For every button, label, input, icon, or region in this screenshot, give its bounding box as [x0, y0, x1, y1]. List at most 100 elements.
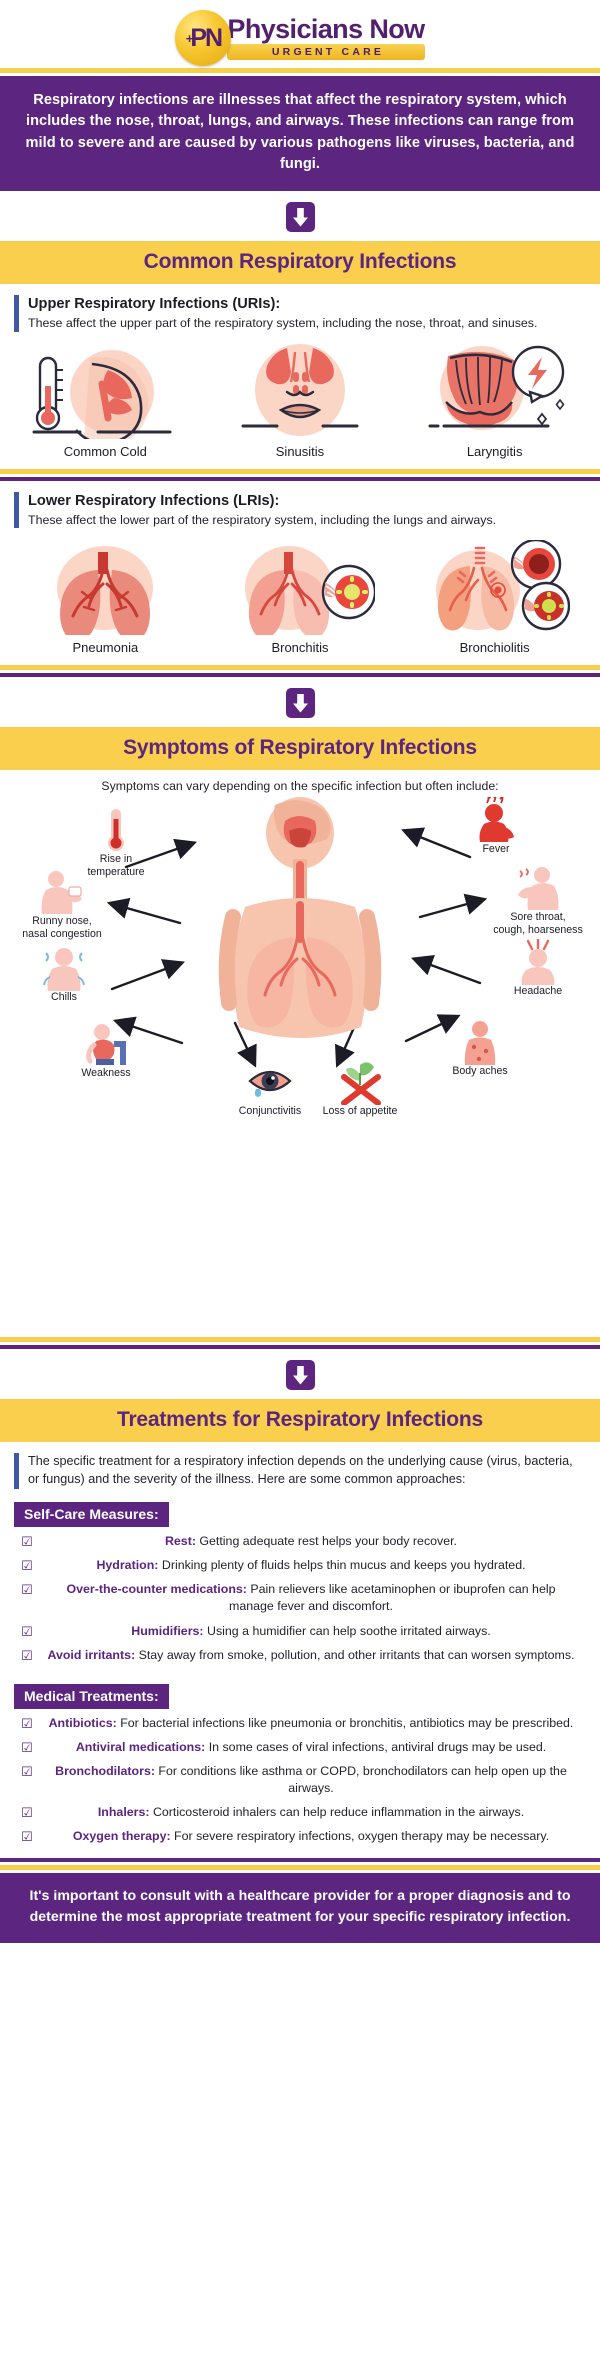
list-item: ☑ Humidifiers: Using a humidifier can he…: [16, 1623, 584, 1640]
symptom-weakness: Weakness: [46, 1021, 166, 1080]
list-item-text: Inhalers: Corticosteroid inhalers can he…: [97, 1805, 525, 1820]
list-item: ☑ Over-the-counter medications: Pain rel…: [16, 1581, 584, 1615]
check-icon: ☑: [21, 1534, 33, 1550]
symptom-label: Fever: [482, 843, 510, 856]
down-arrow-icon: [285, 688, 315, 719]
infection-label: Bronchiolitis: [459, 640, 530, 656]
body-aches-icon: [420, 1019, 540, 1066]
divider-yellow-top: [0, 68, 600, 73]
infection-card-pneumonia: Pneumonia: [18, 540, 193, 655]
check-icon: ☑: [21, 1647, 33, 1663]
symptom-label: Body aches: [452, 1065, 508, 1078]
symptom-loss-of-appetite: Loss of appetite: [300, 1059, 420, 1118]
check-icon: ☑: [21, 1558, 33, 1574]
term: Inhalers:: [97, 1805, 150, 1820]
brand-header: +PN Physicians Now URGENT CARE: [0, 0, 600, 68]
symptom-sore-throat: Sore throat,cough, hoarseness: [478, 865, 598, 936]
symptom-label: Chills: [51, 991, 77, 1004]
list-item: ☑ Oxygen therapy: For severe respiratory…: [16, 1828, 584, 1845]
symptom-body-aches: Body aches: [420, 1019, 540, 1078]
term: Hydration:: [96, 1558, 159, 1573]
infection-card-bronchiolitis: Bronchiolitis: [407, 540, 582, 655]
divider-yellow-4: [0, 1337, 600, 1343]
plus-icon: +: [185, 30, 193, 46]
upper-heading: Upper Respiratory Infections (URIs):: [28, 296, 281, 313]
infection-label: Common Cold: [63, 443, 147, 459]
term: Rest:: [164, 1534, 196, 1549]
thermometer-head-icon: [18, 344, 193, 439]
medical-treatments-chip: Medical Treatments:: [14, 1683, 169, 1709]
list-item: ☑ Bronchodilators: For conditions like a…: [16, 1763, 584, 1797]
headache-icon: [478, 939, 598, 986]
list-item: ☑ Antiviral medications: In some cases o…: [16, 1739, 584, 1756]
sinus-face-icon: [212, 343, 387, 439]
category-lower: Lower Respiratory Infections (LRIs): The…: [0, 481, 600, 533]
term: Avoid irritants:: [47, 1647, 136, 1662]
no-appetite-icon: [300, 1059, 420, 1106]
list-item-text: Antiviral medications: In some cases of …: [75, 1739, 547, 1754]
upper-icon-row: Common Cold Sin: [0, 336, 600, 469]
symptom-label: Conjunctivitis: [238, 1105, 302, 1118]
logo-badge-icon: +PN: [175, 10, 232, 66]
runny-nose-icon: [2, 869, 122, 915]
medical-treatments-list: ☑ Antibiotics: For bacterial infections …: [0, 1711, 600, 1859]
treatments-intro: The specific treatment for a respiratory…: [0, 1442, 600, 1495]
term: Humidifiers:: [131, 1623, 204, 1638]
list-item-text: Antibiotics: For bacterial infections li…: [48, 1715, 574, 1730]
list-item: ☑ Avoid irritants: Stay away from smoke,…: [16, 1647, 584, 1664]
list-item-text: Over-the-counter medications: Pain relie…: [66, 1582, 556, 1614]
eye-icon: [210, 1059, 330, 1105]
symptom-label: Weakness: [81, 1067, 131, 1080]
lower-heading: Lower Respiratory Infections (LRIs):: [28, 492, 280, 509]
symptom-label: Headache: [513, 985, 563, 998]
fever-person-icon: [436, 797, 556, 843]
check-icon: ☑: [21, 1805, 33, 1821]
infection-card-bronchitis: Bronchitis: [212, 540, 387, 655]
weakness-icon: [46, 1021, 166, 1067]
divider-gap-2: [0, 473, 600, 477]
divider-yellow-2: [0, 468, 600, 474]
infection-label: Laryngitis: [466, 443, 523, 459]
brand-name: Physicians Now: [227, 13, 425, 44]
check-icon: ☑: [21, 1715, 33, 1731]
list-item-text: Oxygen therapy: For severe respiratory i…: [72, 1829, 550, 1844]
section-title-common: Common Respiratory Infections: [0, 241, 600, 285]
logo-monogram: PN: [190, 23, 223, 52]
section-title-treatments: Treatments for Respiratory Infections: [0, 1399, 600, 1443]
infection-card-common-cold: Common Cold: [18, 344, 193, 459]
arrow-divider-1: [0, 191, 600, 242]
divider-purple-2: [0, 476, 600, 481]
symptom-chills: Chills: [4, 945, 124, 1004]
down-arrow-icon: [285, 1360, 315, 1391]
self-care-chip: Self-Care Measures:: [14, 1502, 169, 1528]
list-item-text: Bronchodilators: For conditions like ast…: [55, 1763, 567, 1796]
sore-throat-icon: [478, 865, 598, 911]
list-item: ☑ Hydration: Drinking plenty of fluids h…: [16, 1557, 584, 1574]
human-torso-lungs-icon: [215, 797, 385, 1082]
list-item: ☑ Rest: Getting adequate rest helps your…: [16, 1533, 584, 1550]
lower-icon-row: Pneumonia: [0, 532, 600, 665]
term: Antibiotics:: [48, 1715, 117, 1730]
list-item-text: Humidifiers: Using a humidifier can help…: [131, 1623, 491, 1638]
logo: +PN Physicians Now URGENT CARE: [175, 10, 425, 66]
brand-tagline: URGENT CARE: [227, 44, 425, 61]
divider-purple-3: [0, 673, 600, 678]
divider-gap-4: [0, 1342, 600, 1346]
symptom-label: Sore throat,cough, hoarseness: [493, 911, 583, 937]
list-item: ☑ Inhalers: Corticosteroid inhalers can …: [16, 1804, 584, 1821]
divider-yellow-3: [0, 665, 600, 671]
infection-card-laryngitis: Laryngitis: [407, 344, 582, 459]
symptom-fever: Fever: [436, 797, 556, 856]
symptom-label: Runny nose,nasal congestion: [22, 915, 102, 941]
thermometer-icon: [56, 807, 176, 853]
divider-purple-5: [0, 1858, 600, 1863]
infection-card-sinusitis: Sinusitis: [212, 343, 387, 459]
check-icon: ☑: [21, 1763, 33, 1779]
down-arrow-icon: [285, 202, 315, 233]
divider-yellow-5: [0, 1865, 600, 1871]
divider-gap-6: [0, 1870, 600, 1874]
check-icon: ☑: [21, 1739, 33, 1755]
